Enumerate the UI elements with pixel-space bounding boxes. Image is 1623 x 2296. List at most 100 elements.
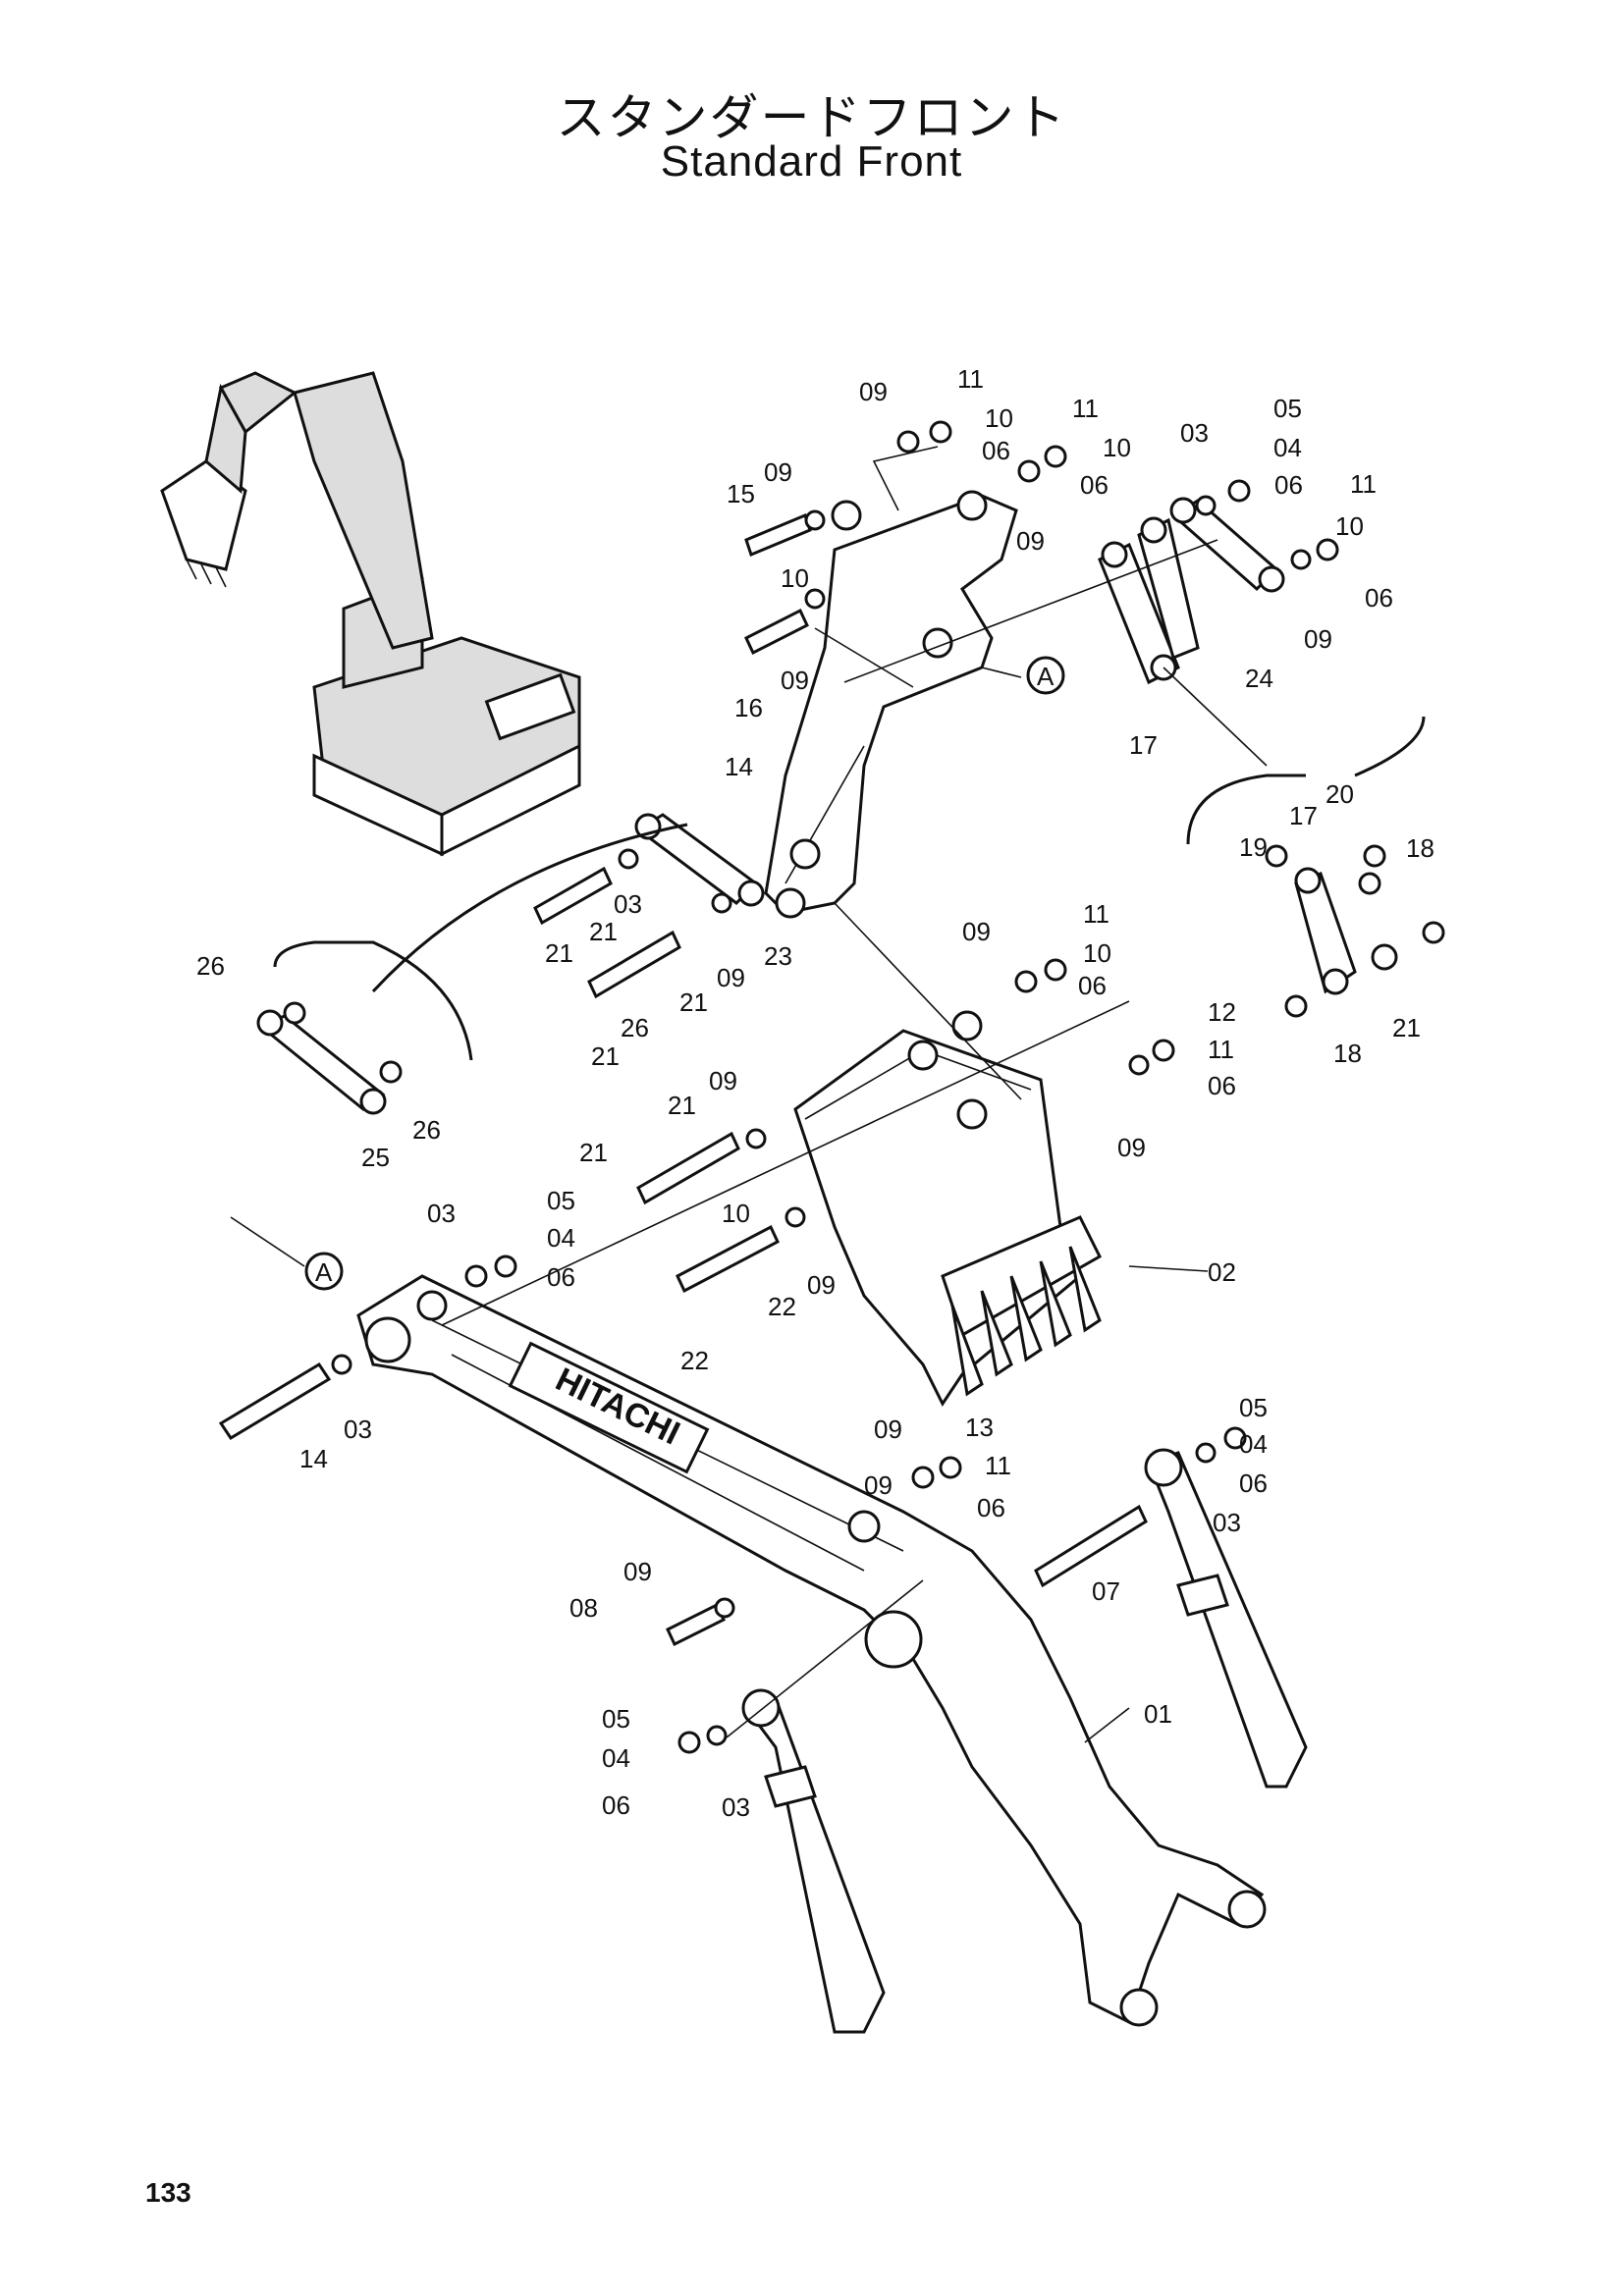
part-label: 18	[1406, 833, 1434, 863]
part-label: 03	[722, 1792, 750, 1822]
part-label: 09	[1304, 624, 1332, 654]
link-16	[1294, 867, 1357, 995]
part-label: 06	[982, 436, 1010, 465]
part-label: 09	[1117, 1133, 1146, 1162]
svg-text:A: A	[315, 1257, 333, 1287]
link-23	[256, 1009, 387, 1115]
part-label: 11	[957, 364, 984, 394]
part-label: 11	[1083, 899, 1109, 929]
part-label: 16	[734, 693, 763, 722]
part-label: 17	[1289, 801, 1318, 830]
page-title-japanese: スタンダードフロント	[556, 89, 1067, 146]
part-label: 10	[1335, 511, 1364, 541]
link-15	[1098, 516, 1200, 685]
part-label: 09	[623, 1557, 652, 1586]
page-number: 133	[145, 2177, 191, 2208]
part-label: 09	[781, 666, 809, 695]
part-label: 15	[727, 479, 755, 508]
part-label: 03	[1180, 418, 1209, 448]
part-label: 04	[602, 1743, 630, 1773]
leader-lines	[230, 446, 1426, 1743]
part-label: 04	[1273, 433, 1302, 462]
part-label: 20	[1325, 779, 1354, 809]
part-label: 03	[614, 889, 642, 919]
part-label: 26	[196, 951, 225, 981]
part-label: 06	[1078, 971, 1107, 1000]
link-22-upper	[1169, 497, 1285, 593]
part-label: 03	[344, 1415, 372, 1444]
part-label: 11	[985, 1451, 1011, 1480]
part-label: 21	[668, 1091, 696, 1120]
part-label: 05	[547, 1186, 575, 1215]
part-label: 22	[680, 1346, 709, 1375]
part-label: 06	[547, 1262, 575, 1292]
part-label: 21	[545, 938, 573, 968]
part-label: 14	[725, 752, 753, 781]
link-22-lower	[634, 813, 765, 907]
part-label: 09	[764, 457, 792, 487]
part-label: 06	[1274, 470, 1303, 500]
part-label: 10	[781, 563, 809, 593]
boom-cylinder-left	[741, 1688, 886, 2034]
part-label: 08	[569, 1593, 598, 1623]
part-label: 21	[579, 1138, 608, 1167]
part-label: 04	[1239, 1429, 1268, 1459]
part-label: 26	[412, 1115, 441, 1145]
part-label: 21	[591, 1041, 620, 1071]
part-label: 06	[1208, 1071, 1236, 1100]
callout-a-boom: A	[304, 1252, 344, 1291]
part-label: 06	[1365, 583, 1393, 613]
part-label: 06	[977, 1493, 1005, 1522]
part-label: 19	[1239, 832, 1268, 862]
part-label: 17	[1129, 730, 1158, 760]
part-label: 21	[1392, 1013, 1421, 1042]
part-label: 02	[1208, 1257, 1236, 1287]
bucket-teeth	[950, 1246, 1102, 1397]
part-label: 07	[1092, 1576, 1120, 1606]
bucket-02	[793, 1010, 1102, 1407]
part-label: 09	[962, 917, 991, 946]
part-label: 06	[1080, 470, 1109, 500]
part-label: 11	[1072, 394, 1099, 423]
part-label: 09	[874, 1415, 902, 1444]
part-label: 23	[764, 941, 792, 971]
part-label: 13	[965, 1413, 994, 1442]
callout-a-arm: A	[1026, 656, 1065, 695]
part-label: 10	[1083, 938, 1111, 968]
part-label: 09	[1016, 526, 1045, 556]
boom-01: HITACHI	[356, 1274, 1267, 2027]
part-label: 10	[1103, 433, 1131, 462]
arm-12	[764, 490, 1018, 919]
part-label: 18	[1333, 1039, 1362, 1068]
part-label: 09	[859, 377, 888, 406]
part-label: 22	[768, 1292, 796, 1321]
part-label: 05	[1239, 1393, 1268, 1422]
part-label: 05	[602, 1704, 630, 1734]
part-label: 09	[709, 1066, 737, 1095]
part-label: 26	[621, 1013, 649, 1042]
part-label: 05	[1273, 394, 1302, 423]
part-labels: 01 02 03 03 03 03 03 03 04 04 04 04 05 0…	[196, 364, 1434, 1822]
part-label: 11	[1208, 1035, 1234, 1064]
part-label: 03	[1213, 1508, 1241, 1537]
part-label: 09	[864, 1470, 893, 1500]
part-label: 01	[1144, 1699, 1172, 1729]
part-label: 04	[547, 1223, 575, 1253]
hardware	[283, 420, 1445, 1754]
part-label: 21	[589, 917, 618, 946]
part-label: 10	[722, 1199, 750, 1228]
part-label: 06	[1239, 1468, 1268, 1498]
part-label: 14	[299, 1444, 328, 1473]
part-label: 10	[985, 403, 1013, 433]
part-label: 21	[679, 988, 708, 1017]
part-label: 12	[1208, 997, 1236, 1027]
part-label: 06	[602, 1790, 630, 1820]
part-label: 09	[807, 1270, 836, 1300]
excavator-illustration	[160, 371, 581, 857]
part-label: 25	[361, 1143, 390, 1172]
part-label: 09	[717, 963, 745, 992]
part-label: 11	[1350, 469, 1377, 499]
boom-cylinder-right	[1144, 1448, 1308, 1789]
part-label: 24	[1245, 664, 1273, 693]
